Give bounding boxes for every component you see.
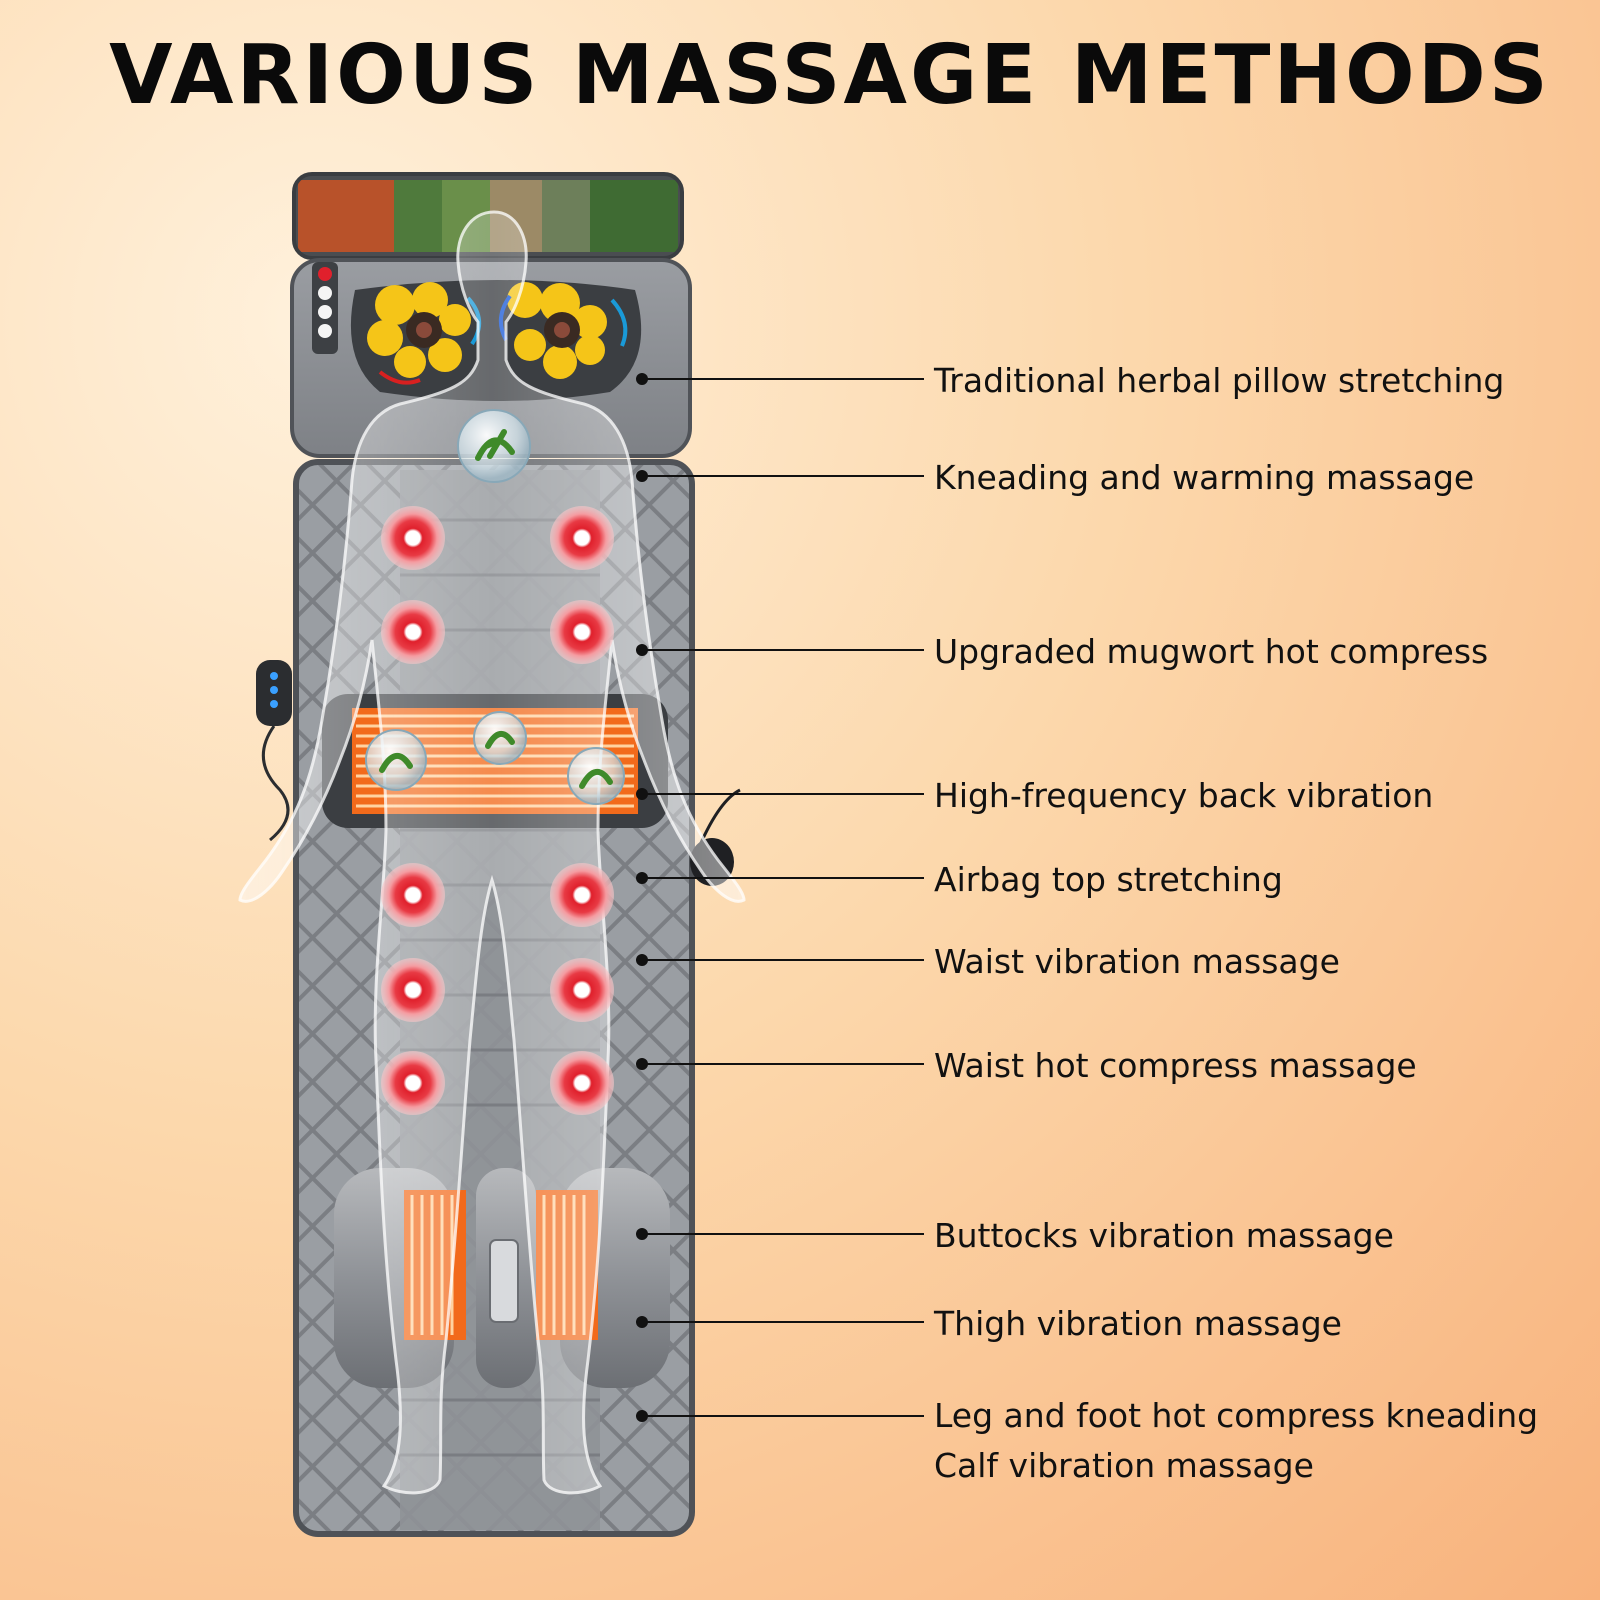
- vibration-node: [550, 600, 614, 664]
- callout-label: Waist hot compress massage: [934, 1046, 1417, 1085]
- callout-line: [642, 649, 924, 651]
- callout-line: [642, 959, 924, 961]
- vibration-node: [550, 1051, 614, 1115]
- callout-label: Upgraded mugwort hot compress: [934, 632, 1489, 671]
- callout-line: [642, 1063, 924, 1065]
- page-title: VARIOUS MASSAGE METHODS: [109, 28, 1551, 123]
- callout-label: Leg and foot hot compress kneading Calf …: [934, 1391, 1538, 1491]
- herbal-bubble-neck: [457, 409, 531, 483]
- vibration-node: [381, 958, 445, 1022]
- body-figure: [238, 210, 746, 1495]
- callout-label: Thigh vibration massage: [934, 1304, 1342, 1343]
- remote-control: [256, 660, 292, 842]
- vibration-node: [550, 958, 614, 1022]
- callout-label-line2: Calf vibration massage: [934, 1446, 1314, 1485]
- callout-line: [642, 877, 924, 879]
- callout-label: High-frequency back vibration: [934, 776, 1434, 815]
- callout-label: Buttocks vibration massage: [934, 1216, 1394, 1255]
- herbal-bubble-back-left: [365, 729, 427, 791]
- vibration-nodes: [381, 506, 614, 1115]
- callout-line: [642, 1415, 924, 1417]
- vibration-node: [381, 863, 445, 927]
- vibration-node: [550, 863, 614, 927]
- kneading-head-right: [498, 282, 628, 379]
- herbal-bubble-back-right: [567, 747, 625, 805]
- callout-label: Waist vibration massage: [934, 942, 1340, 981]
- vibration-node: [381, 1051, 445, 1115]
- callout-line: [642, 793, 924, 795]
- callout-line: [642, 1321, 924, 1323]
- herbal-bubble-back-center: [473, 711, 527, 765]
- callout-line: [642, 1233, 924, 1235]
- callout-label: Airbag top stretching: [934, 860, 1283, 899]
- callout-label-line1: Leg and foot hot compress kneading: [934, 1396, 1539, 1435]
- callout-line: [642, 378, 924, 380]
- vibration-node: [381, 600, 445, 664]
- callout-line: [642, 475, 924, 477]
- callout-label: Kneading and warming massage: [934, 458, 1475, 497]
- vibration-node: [381, 506, 445, 570]
- callout-label: Traditional herbal pillow stretching: [934, 361, 1505, 400]
- vibration-node: [550, 506, 614, 570]
